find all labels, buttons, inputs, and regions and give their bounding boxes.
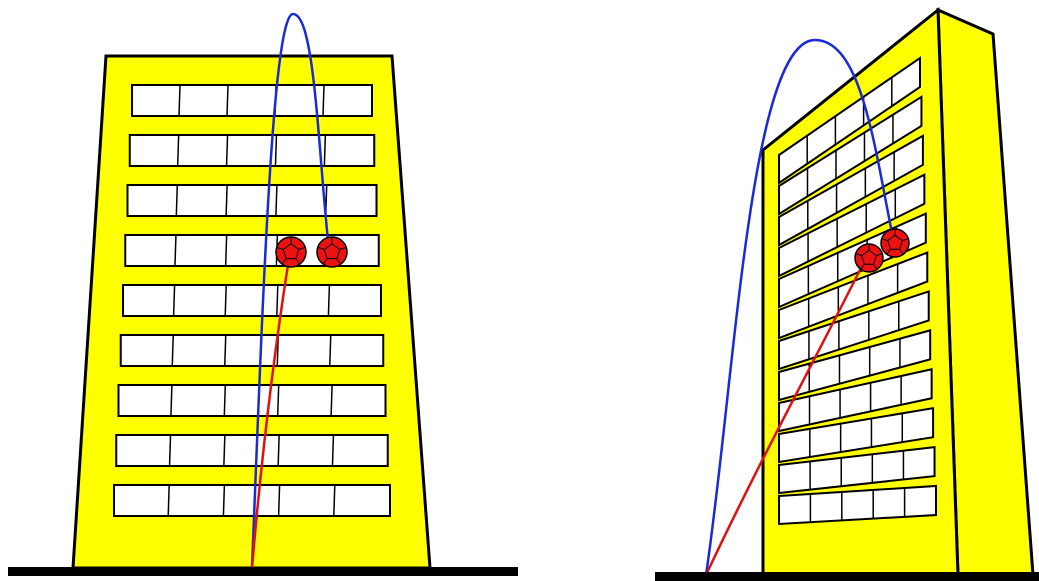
red-ball	[881, 229, 909, 257]
window-mullion	[227, 85, 228, 116]
front-view-window-row	[116, 435, 388, 466]
window-mullion	[278, 435, 279, 466]
window-mullion	[278, 385, 279, 416]
window-band	[132, 85, 372, 116]
window-mullion	[171, 385, 172, 416]
front-view-window-row	[128, 185, 377, 216]
perspective-view-ground	[655, 572, 1039, 581]
front-view-panel	[8, 14, 518, 576]
window-mullion	[227, 135, 228, 166]
window-mullion	[334, 485, 335, 516]
window-mullion	[328, 285, 329, 316]
window-mullion	[330, 335, 331, 366]
window-mullion	[332, 435, 333, 466]
window-mullion	[223, 485, 224, 516]
window-mullion	[279, 485, 280, 516]
window-mullion	[225, 285, 226, 316]
window-mullion	[179, 85, 180, 116]
window-mullion	[324, 135, 325, 166]
window-band	[121, 335, 384, 366]
window-mullion	[178, 135, 179, 166]
red-ball	[855, 244, 883, 272]
front-view-window-row	[132, 85, 372, 116]
window-mullion	[323, 85, 324, 116]
window-mullion	[172, 335, 173, 366]
window-mullion	[170, 435, 171, 466]
window-band	[119, 385, 386, 416]
window-band	[130, 135, 375, 166]
window-mullion	[226, 185, 227, 216]
window-mullion	[226, 235, 227, 266]
window-band	[114, 485, 390, 516]
window-mullion	[225, 335, 226, 366]
front-view-window-row	[114, 485, 390, 516]
window-mullion	[224, 435, 225, 466]
front-view-window-row	[130, 135, 375, 166]
window-mullion	[176, 185, 177, 216]
front-view-window-row	[123, 285, 381, 316]
window-band	[123, 285, 381, 316]
window-mullion	[174, 285, 175, 316]
window-band	[128, 185, 377, 216]
window-mullion	[331, 385, 332, 416]
window-mullion	[276, 185, 277, 216]
front-view-window-row	[119, 385, 386, 416]
window-mullion	[175, 235, 176, 266]
red-ball	[317, 237, 347, 267]
red-ball	[276, 237, 306, 267]
window-mullion	[277, 285, 278, 316]
front-view-window-row	[121, 335, 384, 366]
window-mullion	[275, 135, 276, 166]
window-mullion	[224, 385, 225, 416]
front-view-ground	[8, 567, 518, 576]
front-view-window-grid	[114, 85, 390, 516]
window-band	[116, 435, 388, 466]
perspective-view-panel	[655, 10, 1039, 581]
window-mullion	[168, 485, 169, 516]
